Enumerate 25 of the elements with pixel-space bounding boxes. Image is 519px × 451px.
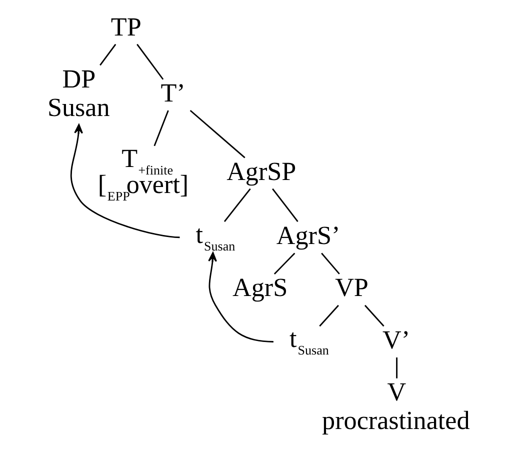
connector	[364, 304, 384, 327]
node-text: V procrastinated	[322, 378, 470, 436]
node-text: AgrSP	[226, 156, 296, 186]
node-text: TP	[110, 12, 142, 42]
node-text: DP Susan	[47, 64, 110, 122]
connector	[136, 44, 164, 80]
connector	[274, 252, 296, 274]
connector	[100, 44, 116, 66]
connector	[154, 110, 169, 146]
node-text: VP	[335, 273, 368, 302]
connector	[272, 188, 298, 222]
node-text: t$_{Susan}$	[196, 220, 236, 254]
node-text: V’	[382, 325, 410, 354]
node-text: AgrS	[232, 273, 288, 302]
node-text: T$_{+finite}$ [$_{EPP}$overt]	[98, 144, 189, 204]
connector	[321, 252, 340, 274]
connector	[396, 357, 398, 378]
connector	[224, 188, 251, 222]
node-text: T’	[160, 78, 186, 108]
connector	[319, 304, 339, 327]
connector	[190, 110, 246, 158]
arrow	[208, 252, 274, 342]
arrow	[70, 124, 180, 238]
node-text: t$_{Susan}$	[289, 324, 329, 358]
node-text: AgrS’	[276, 221, 340, 250]
